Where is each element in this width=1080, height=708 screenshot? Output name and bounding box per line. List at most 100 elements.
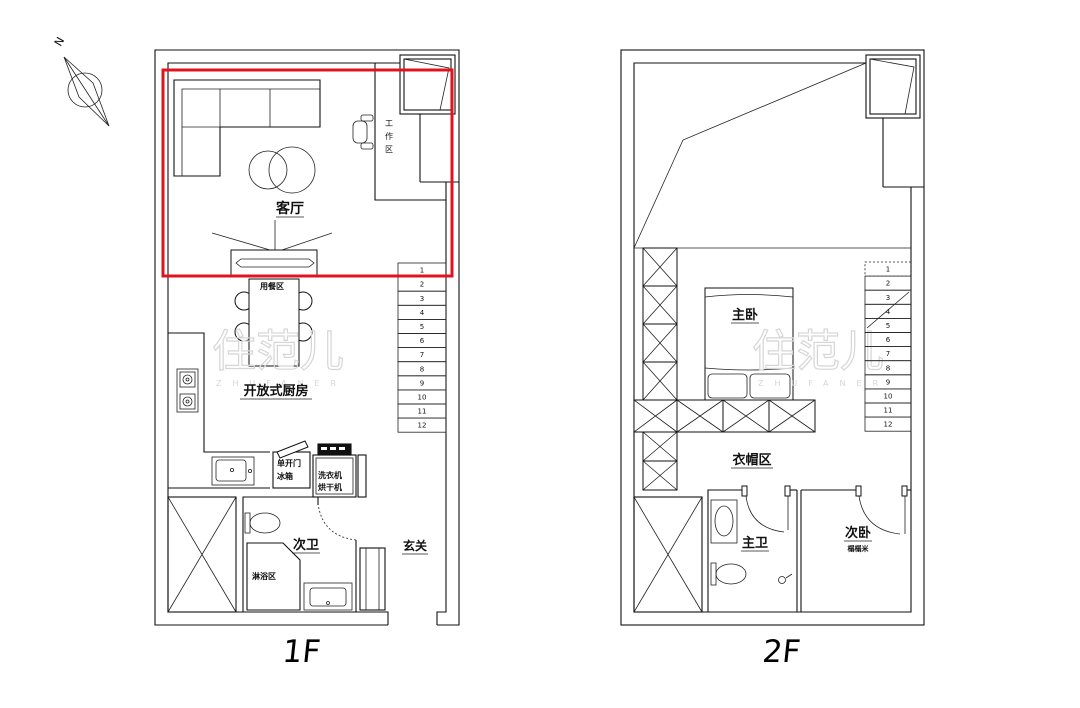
1f-stair-number: 1 [420,267,424,275]
1f-stair-number: 5 [420,323,424,331]
2f-stair-number: 4 [886,308,891,316]
tatami-label: 榻榻米 [847,544,870,553]
fridge-label-1: 单开门 [277,458,301,468]
shower-area-label: 淋浴区 [252,571,276,581]
1f-stair-number: 3 [420,295,424,303]
wardrobe-cabinet [676,399,724,433]
kitchen-counter [168,332,270,489]
wardrobe-cabinet [642,361,678,401]
second-bedroom-door-swing [858,495,901,535]
floor-drain [778,573,793,584]
shaft-2f-top-right [865,54,921,119]
door-hinge [741,485,748,497]
2f-stair-number: 12 [884,421,893,429]
1f-stair-number: 2 [420,281,424,289]
stair-cut-line-2f [866,291,910,329]
1f-stair-number: 11 [418,408,427,416]
work-area-label-1: 工 [385,119,393,128]
floor-1-label: 1F [281,634,322,670]
secondary-bath-label: 次卫 [293,537,319,553]
bath-door-swing-1f [317,502,357,541]
2f-stair-number: 5 [886,322,890,330]
bathroom-2f-walls [707,489,911,612]
2f-stair-number: 11 [884,407,893,415]
kitchen-label: 开放式厨房 [243,383,308,399]
toilet-2f [710,562,747,586]
dining-table [248,278,300,367]
wardrobe-cabinet [642,323,678,363]
bed [704,287,794,401]
fridge [272,440,311,489]
kitchen-sink [211,456,255,486]
2f-stair-number: 8 [886,364,890,372]
double-height-void-lines [633,62,911,249]
dining-area-label: 用餐区 [259,281,284,291]
1f-stair-number: 6 [420,337,425,345]
vanity-1f [303,582,353,611]
2f-stair-number: 3 [886,294,890,302]
door-hinge [784,485,791,497]
2f-stair-number: 2 [886,280,890,288]
doors-2f [741,485,908,535]
watermark-logo-1f: 住范儿 [212,326,344,377]
2f-stair-number: 9 [886,378,890,386]
watermark-logo-2f: 住范儿 [752,326,884,377]
2f-stair-step [864,416,912,432]
toilet-1f [244,512,281,534]
entry-cabinet [359,547,386,611]
1f-stair-number: 7 [420,351,424,359]
living-room-label: 客厅 [275,200,304,217]
2f-stair-number: 6 [886,336,891,344]
washer-dryer [312,443,357,498]
1f-stair-number: 10 [418,393,427,401]
master-bath-door-swing [745,495,785,533]
1f-stair-step [397,417,447,433]
door-hinge [901,485,908,497]
floor-2-label: 2F [761,634,802,670]
cooktop [176,368,199,413]
walk-in-closet-label: 衣帽区 [732,452,771,468]
coffee-tables [248,146,316,194]
office-chair [352,114,374,150]
wardrobe-cabinet [768,399,816,433]
1f-stair-number: 8 [420,365,424,373]
shaft-2f-bottom-left [633,496,703,613]
work-area-label-3: 区 [385,145,393,154]
compass-axis [63,56,110,127]
washer-label-2: 烘干机 [318,482,342,492]
master-bedroom-label: 主卧 [732,307,758,323]
fridge-label-2: 冰箱 [277,471,293,481]
door-hinge [855,485,862,497]
highlight-frame [161,68,454,278]
shaft-1f-top-right [399,54,456,115]
1f-stair-number: 4 [420,309,425,317]
second-bedroom-label: 次卧 [845,525,871,541]
sink-2f [710,499,738,544]
1f-stair-number: 12 [418,422,427,430]
wardrobe-cabinet [722,399,770,433]
walls-1f [154,49,460,626]
1f-stair-number: 9 [420,379,424,387]
wardrobe-cabinet [633,399,678,433]
2f-stair-number: 1 [886,266,890,274]
master-bath-label: 主卫 [742,535,768,551]
dining-set [234,278,313,367]
utility-cabinet-door [357,454,367,498]
washer-label-1: 洗衣机 [318,470,342,480]
compass-ring [67,72,103,108]
entrance-label: 玄关 [403,538,427,553]
wardrobes-2f [633,247,816,491]
2f-stair-number: 7 [886,350,890,358]
2f-stair-step [864,261,912,277]
wardrobe-cabinet [642,285,678,325]
2f-stair-number: 10 [884,392,893,400]
wardrobe-cabinet [642,431,678,462]
sofa [173,79,321,177]
shaft-1f-bottom-left [167,496,237,613]
shower-area [246,542,301,611]
tv-console [211,220,333,277]
wardrobe-cabinet [642,247,678,287]
work-area-label-2: 作 [385,131,393,141]
